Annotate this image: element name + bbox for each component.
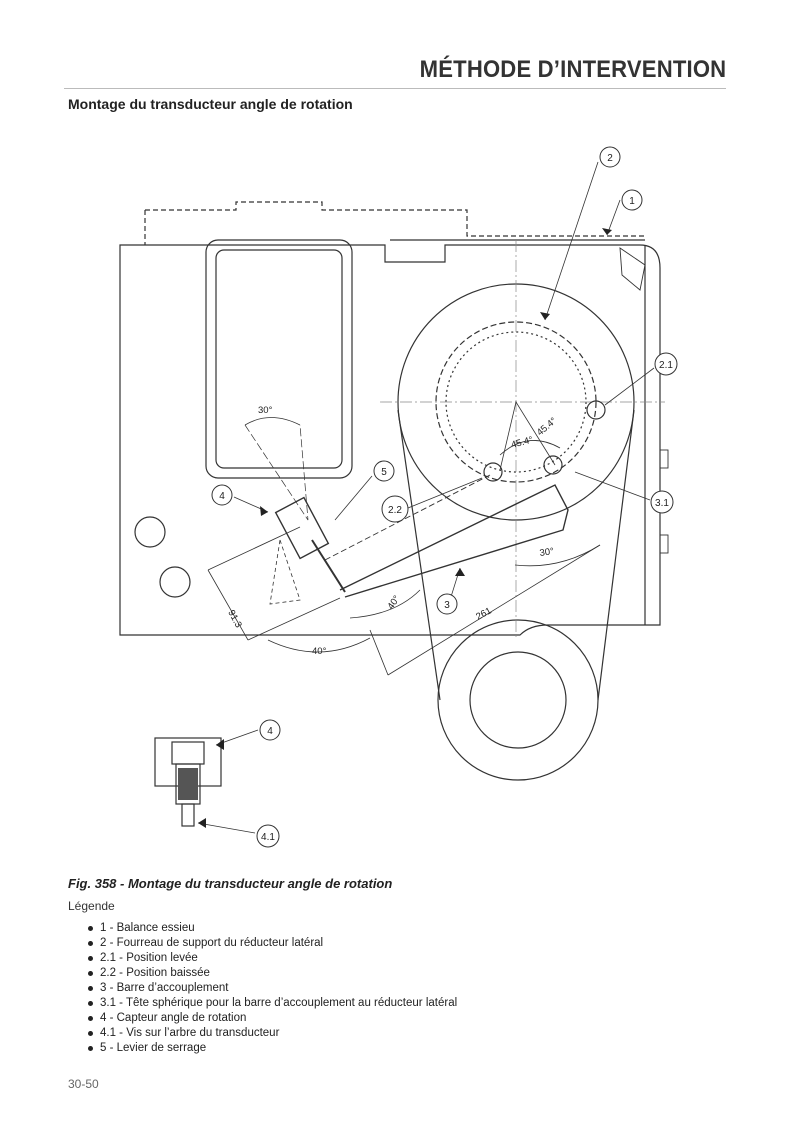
arrow-3 <box>455 568 465 576</box>
arrow-4-1-detail <box>198 818 206 828</box>
detail-sensor-head <box>171 741 205 765</box>
ball-head-2-1 <box>586 400 606 420</box>
callout-3-circle <box>436 593 458 615</box>
callout-3: 3 <box>444 600 450 611</box>
leader-4-1-detail <box>197 822 256 834</box>
arrow-1 <box>602 228 612 235</box>
swing-arm-left <box>397 409 441 701</box>
arc-30-right <box>514 544 601 567</box>
legend-item: 2.1 - Position levée <box>88 951 457 966</box>
dim-angle-30-top: 30° <box>258 405 273 416</box>
figure-caption: Fig. 358 - Montage du transducteur angle… <box>68 876 393 891</box>
dim-angle-30-right: 30° <box>539 546 555 559</box>
legend-title: Légende <box>68 899 115 913</box>
callout-4-detail-circle <box>259 719 281 741</box>
detail-sensor-fill <box>178 768 198 800</box>
dim-91-3 <box>207 526 341 641</box>
leader-2-1 <box>604 367 655 406</box>
arc-30-lines <box>244 424 309 521</box>
arrow-2 <box>540 312 550 320</box>
ball-head-3-1 <box>543 455 563 475</box>
side-tab-2 <box>659 534 669 554</box>
callout-2-1-circle <box>654 352 678 376</box>
swing-arm-right <box>597 409 635 701</box>
axle-window-inner <box>215 249 343 469</box>
callout-2: 2 <box>607 153 613 164</box>
arc-40-mid <box>349 589 421 619</box>
legend-item: 4 - Capteur angle de rotation <box>88 1011 457 1026</box>
callout-3-1: 3.1 <box>655 498 669 509</box>
leader-2 <box>544 161 599 321</box>
dim-angle-40-bottom: 40° <box>312 646 327 657</box>
axle-outline-dashed <box>145 201 645 237</box>
callout-2-2: 2.2 <box>388 505 402 516</box>
leader-1 <box>606 199 621 236</box>
dim-angle-45-4-a: 45.4° <box>510 434 535 450</box>
leader-5 <box>334 475 373 521</box>
legend-item: 5 - Levier de serrage <box>88 1041 457 1056</box>
callout-1-circle <box>621 189 643 211</box>
swing-arm-bottom-inner <box>469 651 567 749</box>
callout-1: 1 <box>629 196 635 207</box>
arrow-4-detail <box>216 739 224 750</box>
dim-length-91-3: 91.3 <box>225 608 243 629</box>
page-number: 30-50 <box>68 1077 99 1091</box>
mounting-hole-2 <box>159 566 191 598</box>
callout-2-2-circle <box>381 495 409 523</box>
leader-2-2 <box>407 477 483 509</box>
page-header-title: MÉTHODE D’INTERVENTION <box>419 56 726 83</box>
angle-45-lines <box>499 400 556 471</box>
axle-body <box>119 244 661 636</box>
arc-30-top <box>244 417 301 426</box>
callout-2-1: 2.1 <box>659 360 673 371</box>
sensor-body <box>274 496 330 560</box>
callout-4-detail: 4 <box>267 726 273 737</box>
legend-item: 3.1 - Tête sphérique pour la barre d’acc… <box>88 996 457 1011</box>
legend-item: 1 - Balance essieu <box>88 921 457 936</box>
callout-4-1-circle <box>256 824 280 848</box>
dim-angle-40-mid: 40° <box>385 593 402 611</box>
mounting-hole-1 <box>134 516 166 548</box>
header-divider <box>64 88 726 89</box>
coupling-bar <box>339 484 569 598</box>
dim-261 <box>369 544 601 676</box>
callout-2-circle <box>599 146 621 168</box>
callout-3-1-circle <box>650 490 674 514</box>
legend-item: 2.2 - Position baissée <box>88 966 457 981</box>
callout-5: 5 <box>381 467 387 478</box>
legend-item: 4.1 - Vis sur l’arbre du transducteur <box>88 1026 457 1041</box>
coupling-bar-lowered <box>324 474 491 561</box>
callout-4-circle <box>211 484 233 506</box>
detail-sensor-shaft <box>181 803 195 827</box>
callout-4-1: 4.1 <box>261 832 275 843</box>
callout-5-circle <box>373 460 395 482</box>
side-tab-1 <box>659 449 669 469</box>
callout-4: 4 <box>219 491 225 502</box>
clamp-lever <box>311 539 346 593</box>
angle-45-arc <box>499 440 561 456</box>
legend-list: 1 - Balance essieu 2 - Fourreau de suppo… <box>88 921 457 1056</box>
sensor-ghost <box>269 539 301 605</box>
swing-arm-bottom-outer <box>437 619 599 781</box>
legend-item: 2 - Fourreau de support du réducteur lat… <box>88 936 457 951</box>
leader-3-1 <box>574 471 651 501</box>
dim-angle-45-4-b: 45.4° <box>535 415 559 438</box>
dim-length-261: 261 <box>474 605 493 622</box>
section-title: Montage du transducteur angle de rotatio… <box>68 96 353 112</box>
axle-window-outer <box>205 239 353 479</box>
arc-40-bottom <box>267 637 371 653</box>
legend-item: 3 - Barre d’accouplement <box>88 981 457 996</box>
arrow-4 <box>260 506 268 516</box>
ball-head-2-2 <box>483 462 503 482</box>
bracket-top-right <box>619 247 646 291</box>
